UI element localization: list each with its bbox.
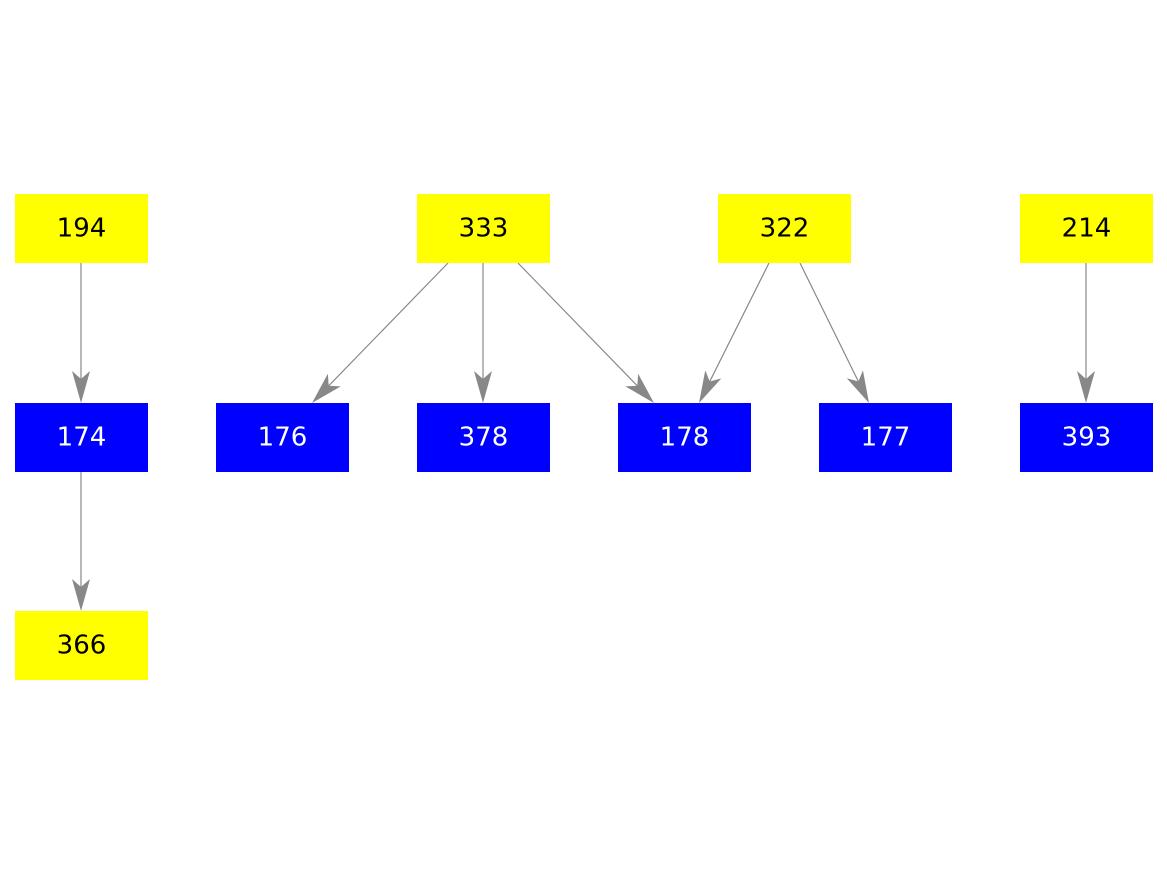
node-box: [15, 403, 148, 472]
arrowhead-icon: [1077, 371, 1095, 403]
arrowhead-icon: [474, 371, 492, 403]
node-box: [618, 403, 751, 472]
node-label: 194: [57, 214, 107, 244]
edge-333-to-176: [312, 262, 449, 403]
node-label: 214: [1062, 214, 1112, 244]
edge-line: [799, 262, 859, 382]
edge-194-to-174: [72, 263, 90, 403]
edge-322-to-178: [699, 262, 770, 403]
node-label: 177: [861, 423, 911, 453]
node-214[interactable]: 214: [1020, 194, 1153, 263]
arrowhead-icon: [72, 371, 90, 403]
node-322[interactable]: 322: [718, 194, 851, 263]
arrowhead-icon: [846, 370, 869, 403]
edge-333-to-178: [517, 262, 654, 403]
arrowhead-icon: [312, 373, 341, 403]
arrowhead-icon: [699, 370, 722, 403]
node-177[interactable]: 177: [819, 403, 952, 472]
node-178[interactable]: 178: [618, 403, 751, 472]
node-box: [1020, 403, 1153, 472]
node-label: 176: [258, 423, 308, 453]
node-box: [417, 194, 550, 263]
node-366[interactable]: 366: [15, 611, 148, 680]
node-label: 174: [57, 423, 107, 453]
edge-174-to-366: [72, 472, 90, 611]
node-333[interactable]: 333: [417, 194, 550, 263]
edge-line: [709, 262, 770, 382]
edge-line: [328, 262, 449, 387]
node-label: 178: [660, 423, 710, 453]
node-box: [718, 194, 851, 263]
edge-line: [517, 262, 638, 387]
node-label: 393: [1062, 423, 1112, 453]
node-label: 322: [760, 214, 810, 244]
node-label: 333: [459, 214, 509, 244]
node-box: [15, 194, 148, 263]
node-box: [216, 403, 349, 472]
node-176[interactable]: 176: [216, 403, 349, 472]
edge-333-to-378: [474, 263, 492, 403]
node-label: 378: [459, 423, 509, 453]
node-label: 366: [57, 631, 107, 661]
node-393[interactable]: 393: [1020, 403, 1153, 472]
arrowhead-icon: [72, 579, 90, 611]
edge-214-to-393: [1077, 263, 1095, 403]
node-box: [15, 611, 148, 680]
node-174[interactable]: 174: [15, 403, 148, 472]
node-box: [417, 403, 550, 472]
node-194[interactable]: 194: [15, 194, 148, 263]
node-378[interactable]: 378: [417, 403, 550, 472]
node-box: [1020, 194, 1153, 263]
node-box: [819, 403, 952, 472]
arrowhead-icon: [625, 373, 654, 403]
edge-322-to-177: [799, 262, 869, 403]
